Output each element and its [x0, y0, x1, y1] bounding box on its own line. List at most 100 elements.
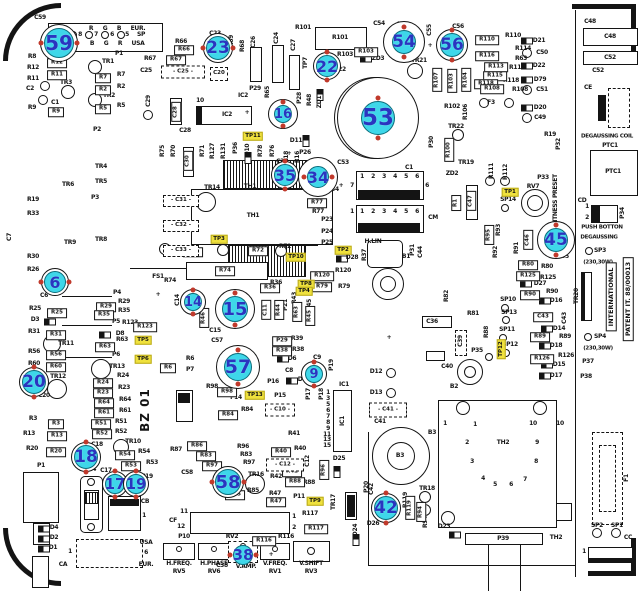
label-: + [268, 551, 274, 558]
label-r40: R40 [293, 445, 307, 452]
marker-dot [282, 186, 288, 192]
label-usa: USA [139, 539, 153, 546]
label-r60: R60 [27, 360, 41, 367]
marker-53[interactable]: 53 [361, 101, 395, 135]
marker-56[interactable]: 56 [440, 33, 464, 57]
label-r61: R61 [118, 407, 132, 414]
boxed-label-r120: R120 [310, 271, 334, 281]
marker-9[interactable]: 9 [305, 365, 323, 383]
label-7: 7 [350, 182, 354, 189]
label-sp2: SP2 [591, 522, 603, 529]
label-degaussing: DEGAUSSING [580, 234, 618, 241]
label-r88: R88 [302, 479, 316, 486]
label-tr22: TR22 [448, 123, 464, 130]
marker-38[interactable]: 38 [232, 545, 254, 565]
diode-symbol [99, 331, 111, 339]
marker-6[interactable]: 6 [44, 271, 66, 293]
label-d27: D27 [533, 280, 547, 287]
diode-symbol [521, 104, 533, 112]
testpoint-tp13[interactable]: TP13 [244, 390, 266, 400]
label-p39: P39 [497, 535, 509, 542]
diode-symbol [302, 135, 310, 147]
marker-18[interactable]: 18 [74, 445, 98, 469]
label-d22: D22 [532, 62, 546, 69]
label-1: 1 [350, 208, 354, 215]
label-vshift: V.SHIFT [299, 560, 323, 567]
label-rv1: RV1 [268, 568, 282, 575]
testpoint-tp5[interactable]: TP5 [134, 335, 152, 345]
label-c26: C26 [250, 36, 257, 48]
boxed-label-c28: C28 [171, 102, 181, 122]
label-2: 2 [292, 524, 296, 531]
label-g: G [103, 40, 109, 47]
component-circle [91, 359, 111, 379]
marker-58[interactable]: 58 [215, 469, 241, 495]
boxed-label-r63: R63 [292, 302, 302, 322]
marker-59[interactable]: 59 [44, 28, 74, 58]
label-tr5: TR5 [95, 178, 107, 185]
label-r5: R5 [116, 102, 126, 109]
marker-45[interactable]: 45 [544, 228, 568, 252]
label-c12: C12 [304, 455, 311, 467]
component-body [358, 223, 420, 232]
testpoint-tp3[interactable]: TP3 [210, 234, 228, 244]
testpoint-tp4[interactable]: TP4 [295, 286, 313, 296]
label-r9: R9 [27, 104, 37, 111]
boxed-label-r116: R116 [475, 51, 499, 61]
testpoint-tp10[interactable]: TP10 [285, 252, 307, 262]
marker-14[interactable]: 14 [183, 293, 203, 311]
label-degaussing-coil: DEGAUSSING COIL [581, 133, 633, 140]
marker-dot [280, 99, 286, 105]
label-d11: D11 [289, 137, 303, 144]
dashed-cap-c33: - C33 - [163, 245, 199, 257]
testpoint-tp12[interactable]: TP12 [496, 338, 506, 360]
boxed-label-r53: R53 [121, 461, 141, 471]
marker-35[interactable]: 35 [273, 164, 297, 186]
marker-42[interactable]: 42 [374, 496, 398, 520]
label-r36: R36 [270, 280, 282, 286]
label-p33: P33 [537, 174, 549, 181]
label-r48: R48 [306, 93, 313, 107]
component-body [178, 393, 190, 403]
label-6: 6 [415, 173, 419, 180]
marker-15[interactable]: 15 [222, 296, 248, 322]
marker-dot [235, 381, 241, 387]
component-body [196, 106, 202, 125]
testpoint-tp9[interactable]: TP9 [306, 496, 324, 506]
component-circle [464, 366, 476, 378]
label-r101: R101 [332, 34, 348, 41]
boxed-label-r52: R52 [92, 429, 112, 439]
testpoint-tp6[interactable]: TP6 [134, 354, 152, 364]
dashed-cap-c12: - C12 - [266, 458, 304, 472]
label-p30: P30 [428, 136, 435, 148]
marker-57[interactable]: 57 [224, 353, 252, 381]
marker-23[interactable]: 23 [206, 36, 230, 60]
label-5: 5 [404, 173, 408, 180]
boxed-label-r44: R44 [274, 300, 284, 320]
label-r75: R75 [159, 144, 166, 158]
marker-dot [449, 57, 455, 63]
marker-17[interactable]: 17 [104, 474, 126, 494]
marker-19[interactable]: 19 [125, 474, 147, 494]
label-b: B [116, 25, 122, 32]
marker-34[interactable]: 34 [306, 166, 330, 188]
boxed-label-r20: R20 [46, 447, 66, 457]
component-circle [40, 81, 50, 91]
testpoint-tp1[interactable]: TP1 [501, 187, 519, 197]
component-circle [380, 276, 396, 292]
dashed-cap-c41: - C41 - [369, 402, 407, 418]
testpoint-tp11[interactable]: TP11 [242, 131, 264, 141]
label-cc: CC [623, 534, 633, 541]
marker-16[interactable]: 16 [273, 105, 293, 123]
marker-22[interactable]: 22 [315, 55, 339, 77]
marker-20[interactable]: 20 [22, 370, 46, 394]
testpoint-tp2[interactable]: TP2 [334, 245, 352, 255]
component-body [358, 190, 420, 199]
marker-54[interactable]: 54 [392, 30, 416, 54]
boxed-label-r60: R60 [46, 362, 66, 372]
diode-symbol [539, 297, 551, 305]
label-r118: R118 [503, 77, 519, 84]
board-trace-line [130, 268, 186, 269]
component-circle [386, 368, 396, 378]
label-c36: C36 [426, 318, 438, 325]
